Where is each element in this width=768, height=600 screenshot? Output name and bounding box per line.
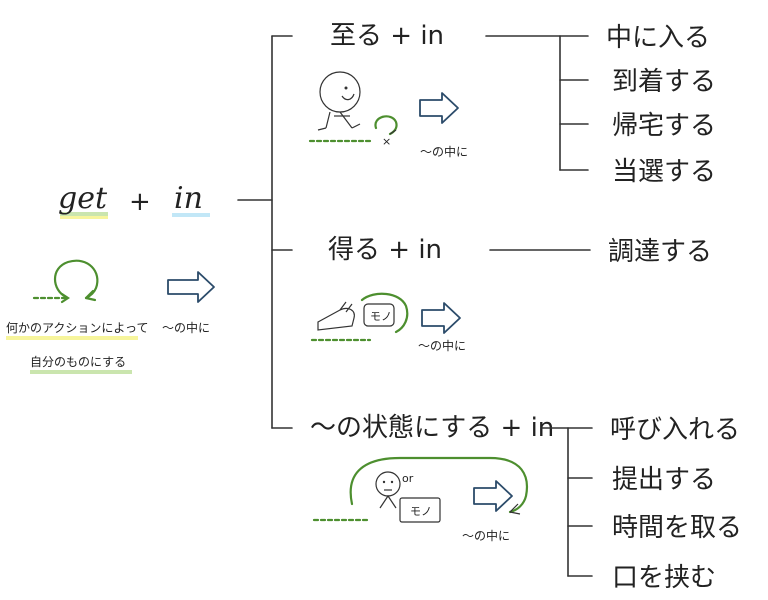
branch-3-result-2: 提出する [612, 465, 716, 495]
branch-2-arrow-icon [421, 302, 461, 334]
small-circular-arrow-icon [374, 115, 398, 136]
root-node: get + in 〜の中に 何かのアクションによって 自分のものにする [6, 181, 215, 374]
root-meaning-line1: 何かのアクションによって [6, 321, 148, 335]
root-arrow-caption: 〜の中に [162, 320, 210, 335]
root-in-text: in [174, 181, 203, 216]
branch-1-result-2: 到着する [612, 67, 716, 97]
branch-2-result-1: 調達する [608, 237, 712, 267]
trunk-lines [237, 35, 293, 429]
branch-1-caption: 〜の中に [420, 144, 468, 159]
branch-3-label: 〜の状態にする + in [310, 413, 554, 443]
branch-3-arrow-icon [473, 480, 513, 512]
svg-text:×: × [382, 135, 391, 148]
branch-3-object: モノ [410, 505, 432, 518]
branch-1-result-4: 当選する [612, 157, 716, 187]
branch-3-result-4: 口を挟む [612, 563, 716, 593]
right-arrow-icon [167, 271, 215, 303]
branch-3-or: or [402, 472, 414, 485]
get-underline-yellow [60, 216, 108, 219]
get-underline-green [60, 212, 108, 216]
dashed-arrow-head [60, 292, 70, 304]
meaning1-highlight [6, 336, 138, 340]
grabbing-hand-icon [317, 301, 355, 331]
branch-3-result-3: 時間を取る [612, 513, 742, 543]
branch-3-result-1: 呼び入れる [610, 415, 740, 445]
branch-1-result-1: 中に入る [606, 23, 710, 53]
in-underline-blue [172, 213, 210, 217]
branch-1-arrow-icon [419, 92, 459, 124]
branch-2-object: モノ [370, 310, 392, 323]
branch-3-caption: 〜の中に [462, 528, 510, 543]
object-box-icon-2: モノ [399, 497, 441, 523]
branch-1-result-3: 帰宅する [612, 111, 716, 141]
root-plus-text: + [129, 187, 151, 217]
person-walking-icon [317, 71, 361, 131]
meaning2-highlight [30, 370, 132, 374]
branch-3-big-circular-arrow [349, 456, 528, 514]
branch-2: 得る + in 調達する モノ 〜の中に [310, 235, 712, 353]
branch-2-caption: 〜の中に [418, 338, 466, 353]
branch-2-label: 得る + in [328, 235, 442, 265]
branch-1-label: 至る + in [330, 21, 444, 51]
branch-1: 至る + in 中に入る 到着する 帰宅する 当選する × 〜の中に [308, 21, 716, 187]
object-box-icon: モノ [360, 292, 409, 334]
branch-3: 〜の状態にする + in 呼び入れる 提出する 時間を取る 口を挟む or モノ… [310, 413, 742, 593]
person-face-icon [375, 471, 401, 509]
root-get-text: get [58, 181, 108, 216]
circular-arrow-icon [53, 259, 99, 302]
root-meaning-line2: 自分のものにする [30, 355, 126, 369]
